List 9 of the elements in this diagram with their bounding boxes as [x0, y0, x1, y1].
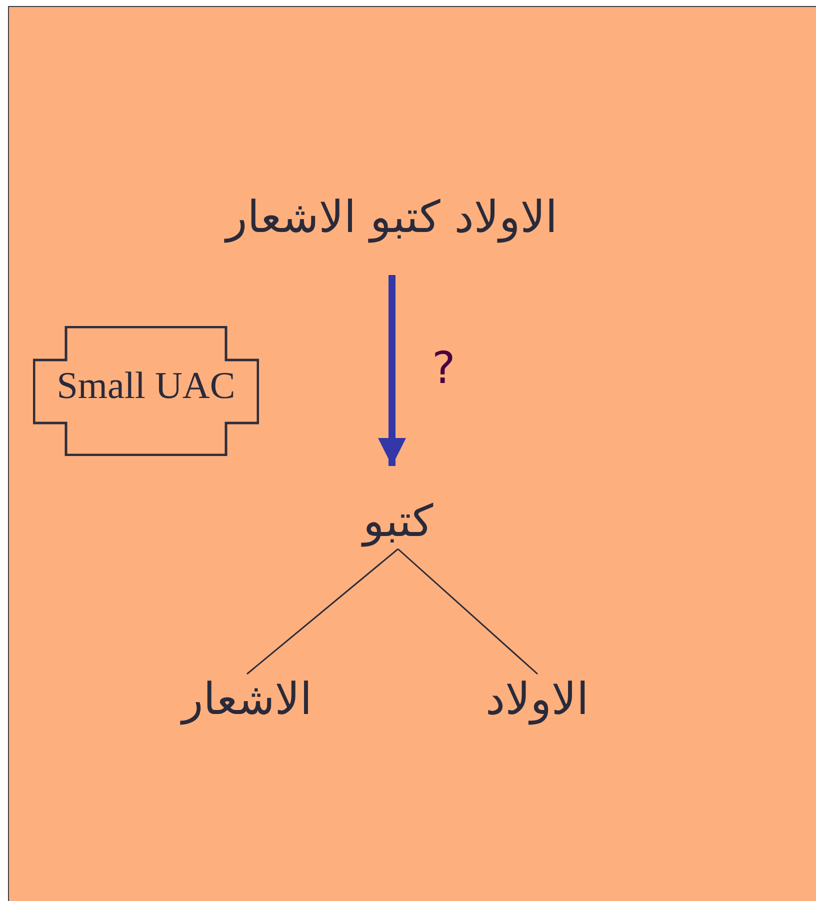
tree-line — [246, 548, 398, 675]
arabic-text: الاشعار — [182, 674, 312, 726]
tree-line — [398, 548, 538, 675]
arabic-text: كتبو — [363, 496, 434, 548]
arabic-text: الاولاد كتبو الاشعار — [226, 192, 558, 244]
plus-shaped-box: Small UAC — [33, 326, 259, 456]
edge-label: ? — [432, 343, 456, 394]
arrow — [378, 275, 406, 466]
arabic-text: الاولاد — [486, 674, 589, 726]
